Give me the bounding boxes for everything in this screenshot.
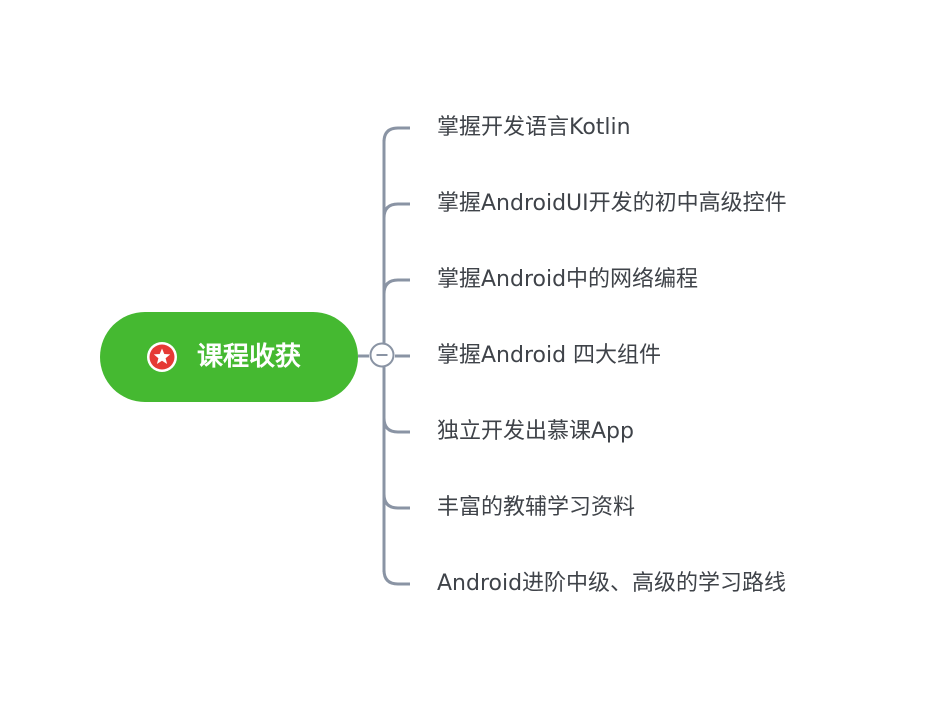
branch-connector-7 (382, 569, 410, 586)
branch-topic-4[interactable]: 掌握Android 四大组件 (437, 343, 662, 368)
branch-connector-2 (382, 202, 410, 219)
branch-connector-5 (382, 417, 410, 434)
collapse-minus-icon[interactable] (369, 342, 395, 368)
branch-topic-3[interactable]: 掌握Android中的网络编程 (437, 267, 699, 292)
branch-topic-5[interactable]: 独立开发出慕课App (437, 419, 634, 444)
star-badge-icon (147, 342, 177, 372)
branch-topic-1[interactable]: 掌握开发语言Kotlin (437, 115, 631, 140)
branch-connector-1 (382, 126, 410, 143)
branch-topic-2[interactable]: 掌握AndroidUI开发的初中高级控件 (437, 191, 787, 216)
branch-connector-6 (382, 493, 410, 510)
branch-topic-6[interactable]: 丰富的教辅学习资料 (437, 495, 636, 520)
branch-topic-7[interactable]: Android进阶中级、高级的学习路线 (437, 571, 787, 596)
branch-connector-3 (382, 278, 410, 295)
root-topic-node[interactable]: 课程收获 (100, 312, 358, 402)
root-topic-label: 课程收获 (197, 342, 302, 372)
